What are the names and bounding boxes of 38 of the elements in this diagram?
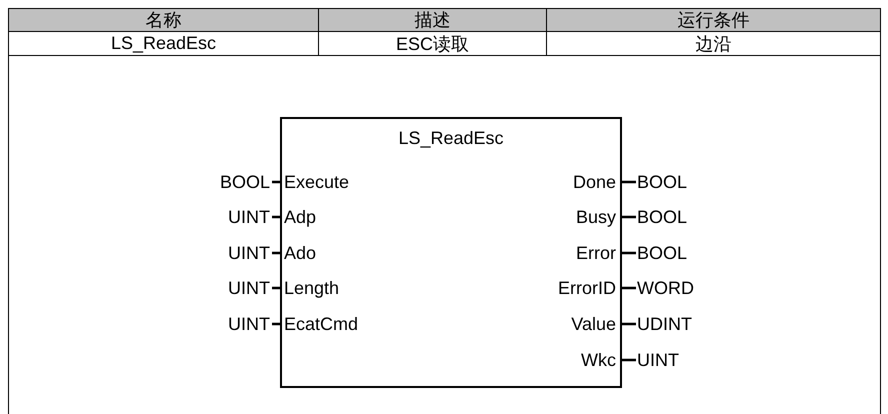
pin-line — [622, 252, 636, 254]
pin-line — [622, 180, 636, 184]
function-block — [280, 117, 622, 388]
pin-name: ErrorID — [558, 277, 616, 299]
data-type: UINT — [228, 242, 270, 264]
pin-name: Ado — [284, 242, 316, 264]
pin-name: Wkc — [581, 349, 616, 371]
pin-line — [272, 216, 280, 218]
data-type: BOOL — [637, 206, 688, 228]
pin-line — [622, 358, 636, 362]
pin-name: Execute — [284, 171, 350, 193]
column-header: 描述 — [318, 8, 547, 32]
pin-name: Adp — [284, 206, 316, 228]
data-type: UINT — [228, 206, 270, 228]
pin-name: EcatCmd — [284, 313, 358, 335]
pin-name: Error — [576, 242, 616, 264]
pin-name: Done — [572, 171, 616, 193]
data-type: UDINT — [637, 313, 692, 335]
data-type: BOOL — [637, 242, 688, 264]
data-type: UINT — [228, 277, 270, 299]
pin-line — [272, 252, 280, 254]
pin-line — [272, 180, 280, 184]
data-type: BOOL — [220, 171, 270, 193]
pin-line — [622, 322, 636, 326]
data-type: BOOL — [637, 171, 688, 193]
pin-name: Length — [284, 277, 340, 299]
data-type: UINT — [637, 349, 679, 371]
pin-line — [272, 322, 280, 326]
pin-line — [272, 286, 280, 290]
data-type: WORD — [637, 277, 694, 299]
pin-name: Busy — [576, 206, 616, 228]
block-title: LS_ReadEsc — [397, 127, 505, 149]
pin-line — [622, 216, 636, 218]
pin-name: Value — [571, 313, 616, 335]
pin-line — [622, 286, 636, 290]
column-header: 运行条件 — [546, 8, 881, 32]
column-header: 名称 — [8, 8, 319, 32]
data-type: UINT — [228, 313, 270, 335]
